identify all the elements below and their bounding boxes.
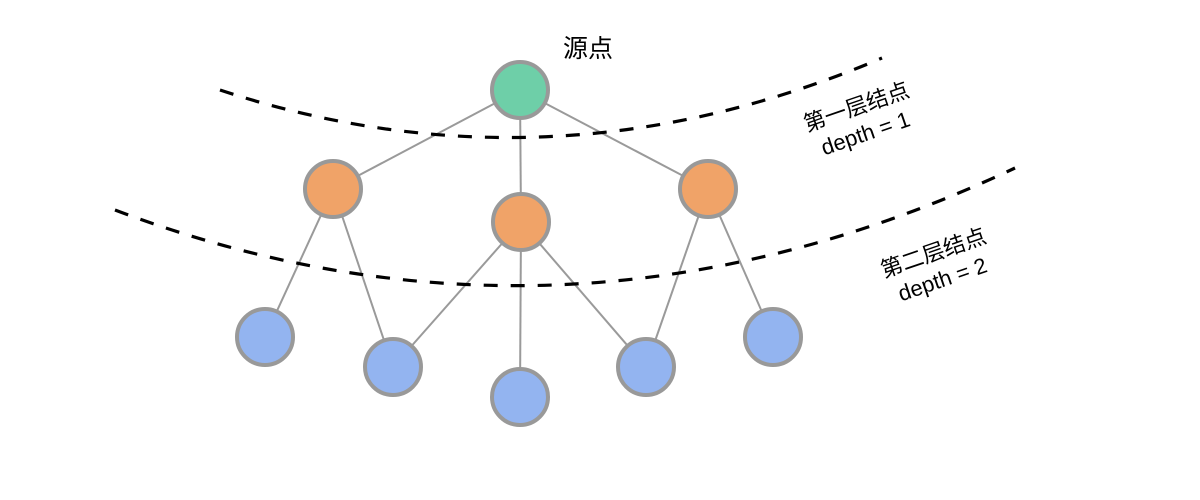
nodes-group <box>235 60 803 427</box>
graph-node-b3[interactable] <box>490 367 550 427</box>
graph-node-b5[interactable] <box>743 307 803 367</box>
graph-node-s[interactable] <box>490 60 550 120</box>
graph-node-a1[interactable] <box>303 159 363 219</box>
tree-edge-a2-b2 <box>410 241 504 348</box>
tree-edge-s-a1 <box>356 101 497 178</box>
tree-edge-a1-b2 <box>340 214 386 342</box>
graph-node-b1[interactable] <box>235 307 295 367</box>
graph-node-b4[interactable] <box>616 337 676 397</box>
tree-edge-a3-b4 <box>653 214 701 342</box>
layer-boundary-curves <box>114 56 1016 288</box>
depth-2-boundary-curve <box>114 166 1016 288</box>
edges-group <box>275 101 764 371</box>
graph-node-a3[interactable] <box>678 159 738 219</box>
tree-edge-s-a2 <box>519 116 522 196</box>
tree-edge-s-a3 <box>543 101 685 178</box>
tree-edge-a2-b4 <box>537 241 630 348</box>
tree-edge-a2-b3 <box>519 248 522 371</box>
graph-node-b2[interactable] <box>363 337 423 397</box>
depth-1-boundary-curve <box>219 56 883 140</box>
source-node-label: 源点 <box>563 35 614 63</box>
graph-node-a2[interactable] <box>491 192 551 252</box>
tree-edge-a3-b5 <box>717 213 764 313</box>
